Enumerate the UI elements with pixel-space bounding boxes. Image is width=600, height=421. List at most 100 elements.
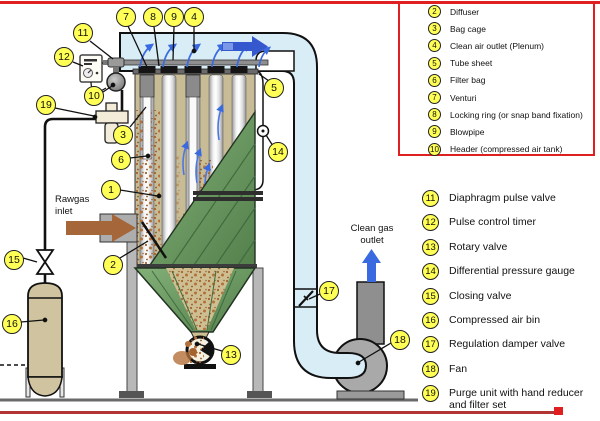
legend-item-4: 4 Clean air outlet (Plenum) [428, 37, 596, 54]
rotary-valve [173, 331, 216, 369]
legend-badge: 14 [422, 263, 439, 281]
legend-label: Locking ring (or snap band fixation) [450, 109, 583, 120]
clean-gas-outlet-label: Clean gas outlet [350, 223, 394, 246]
legend-badge: 18 [422, 360, 439, 378]
legend-badge: 16 [422, 311, 439, 329]
callout-5: 5 [264, 78, 284, 98]
callout-17: 17 [319, 281, 339, 301]
legend-item-12: 12 Pulse control timer [422, 214, 598, 238]
legend-frame [398, 1, 595, 156]
callout-1: 1 [101, 180, 121, 200]
legend-item-3: 3 Bag cage [428, 20, 596, 37]
callout-2: 2 [103, 255, 123, 275]
closing-valve [35, 249, 55, 275]
legend-label: Rotary valve [449, 240, 508, 253]
raw-gas-inlet-label: Rawgas inlet [55, 194, 90, 217]
clean-air-duct [119, 32, 368, 379]
callout-14: 14 [268, 142, 288, 162]
legend-item-2: 2 Diffuser [428, 3, 596, 20]
legend-item-9: 9 Blowpipe [428, 123, 596, 140]
differential-pressure-gauge [251, 69, 270, 191]
callout-11: 11 [73, 23, 93, 43]
compressed-air-bin [25, 282, 65, 398]
legend-item-18: 18 Fan [422, 360, 598, 385]
legend-item-14: 14 Differential pressure gauge [422, 263, 598, 287]
legend-label: Fan [449, 362, 468, 375]
bag-cage [142, 96, 152, 160]
legend-badge: 8 [428, 108, 441, 122]
raw-gas-inlet [66, 213, 138, 243]
legend-top: 2 Diffuser 3 Bag cage 4 Clean air outlet… [428, 3, 596, 158]
legend-item-6: 6 Filter bag [428, 72, 596, 89]
legend-badge: 13 [422, 238, 439, 256]
legend-label: Filter bag [450, 75, 486, 86]
legend-label: Clean air outlet (Plenum) [450, 40, 545, 51]
legend-badge: 9 [428, 125, 441, 139]
venturi [185, 74, 201, 98]
legend-badge: 10 [428, 142, 441, 156]
legend-badge: 4 [428, 39, 441, 53]
legend-label: Compressed air bin [449, 313, 541, 326]
callout-3: 3 [113, 125, 133, 145]
legend-badge: 17 [422, 336, 439, 354]
legend-item-13: 13 Rotary valve [422, 238, 598, 263]
legend-label: Purge unit with hand reducer and filter … [449, 387, 584, 412]
callout-8: 8 [143, 7, 163, 27]
legend-badge: 6 [428, 73, 441, 87]
legend-item-7: 7 Venturi [428, 89, 596, 106]
pulse-control-timer [79, 54, 103, 83]
callout-13: 13 [221, 345, 241, 365]
damper-symbol [294, 288, 317, 308]
callout-19: 19 [36, 95, 56, 115]
legend-label: Differential pressure gauge [449, 265, 575, 278]
legend-item-15: 15 Closing valve [422, 287, 598, 312]
legend-label: Blowpipe [450, 126, 485, 137]
locking-rings [138, 66, 248, 73]
legend-item-17: 17 Regulation damper valve [422, 336, 598, 360]
legend-badge: 15 [422, 287, 439, 305]
diagram-graphics [0, 25, 418, 402]
callout-9: 9 [164, 7, 184, 27]
legend-item-8: 8 Locking ring (or snap band fixation) [428, 106, 596, 123]
legend-label: Diaphragm pulse valve [449, 192, 556, 204]
callout-leaders [20, 25, 392, 366]
callout-7: 7 [116, 7, 136, 27]
legend-item-11: 11 Diaphragm pulse valve [422, 190, 598, 214]
blowpipe [111, 59, 269, 66]
legend-item-5: 5 Tube sheet [428, 55, 596, 72]
hopper-cone [133, 267, 257, 333]
venturi [139, 74, 155, 98]
callout-15: 15 [4, 250, 24, 270]
hopper-flange [133, 264, 257, 269]
legend-label: Venturi [450, 92, 477, 103]
top-red-divider [0, 1, 600, 4]
main-flow-arrow [222, 36, 268, 57]
callout-6: 6 [111, 150, 131, 170]
legend-badge: 12 [422, 214, 439, 232]
callout-18: 18 [390, 330, 410, 350]
legend-badge: 11 [422, 190, 439, 207]
legend-bottom: 11 Diaphragm pulse valve 12 Pulse contro… [422, 190, 598, 411]
legend-badge: 19 [422, 385, 439, 403]
legend-badge: 7 [428, 91, 441, 105]
legend-badge: 2 [428, 5, 441, 19]
legend-item-16: 16 Compressed air bin [422, 311, 598, 336]
callout-10: 10 [84, 86, 104, 106]
legend-label: Regulation damper valve [449, 338, 566, 351]
legend-item-10: 10 Header (compressed air tank) [428, 141, 596, 158]
clean-gas-arrow [362, 249, 381, 282]
callout-16: 16 [2, 314, 22, 334]
legend-badge: 5 [428, 56, 441, 70]
legend-label: Closing valve [449, 289, 512, 302]
legend-label: Bag cage [450, 23, 486, 34]
red-line-endcap [554, 407, 563, 415]
raw-gas-arrow [66, 214, 136, 242]
legend-label: Header (compressed air tank) [450, 144, 563, 155]
fan-outlet-stack [356, 281, 385, 345]
fan-base [336, 390, 405, 400]
legend-badge: 3 [428, 22, 441, 36]
bottom-red-divider [0, 411, 556, 414]
callout-4: 4 [184, 7, 204, 27]
diffuser-plate [140, 221, 168, 259]
